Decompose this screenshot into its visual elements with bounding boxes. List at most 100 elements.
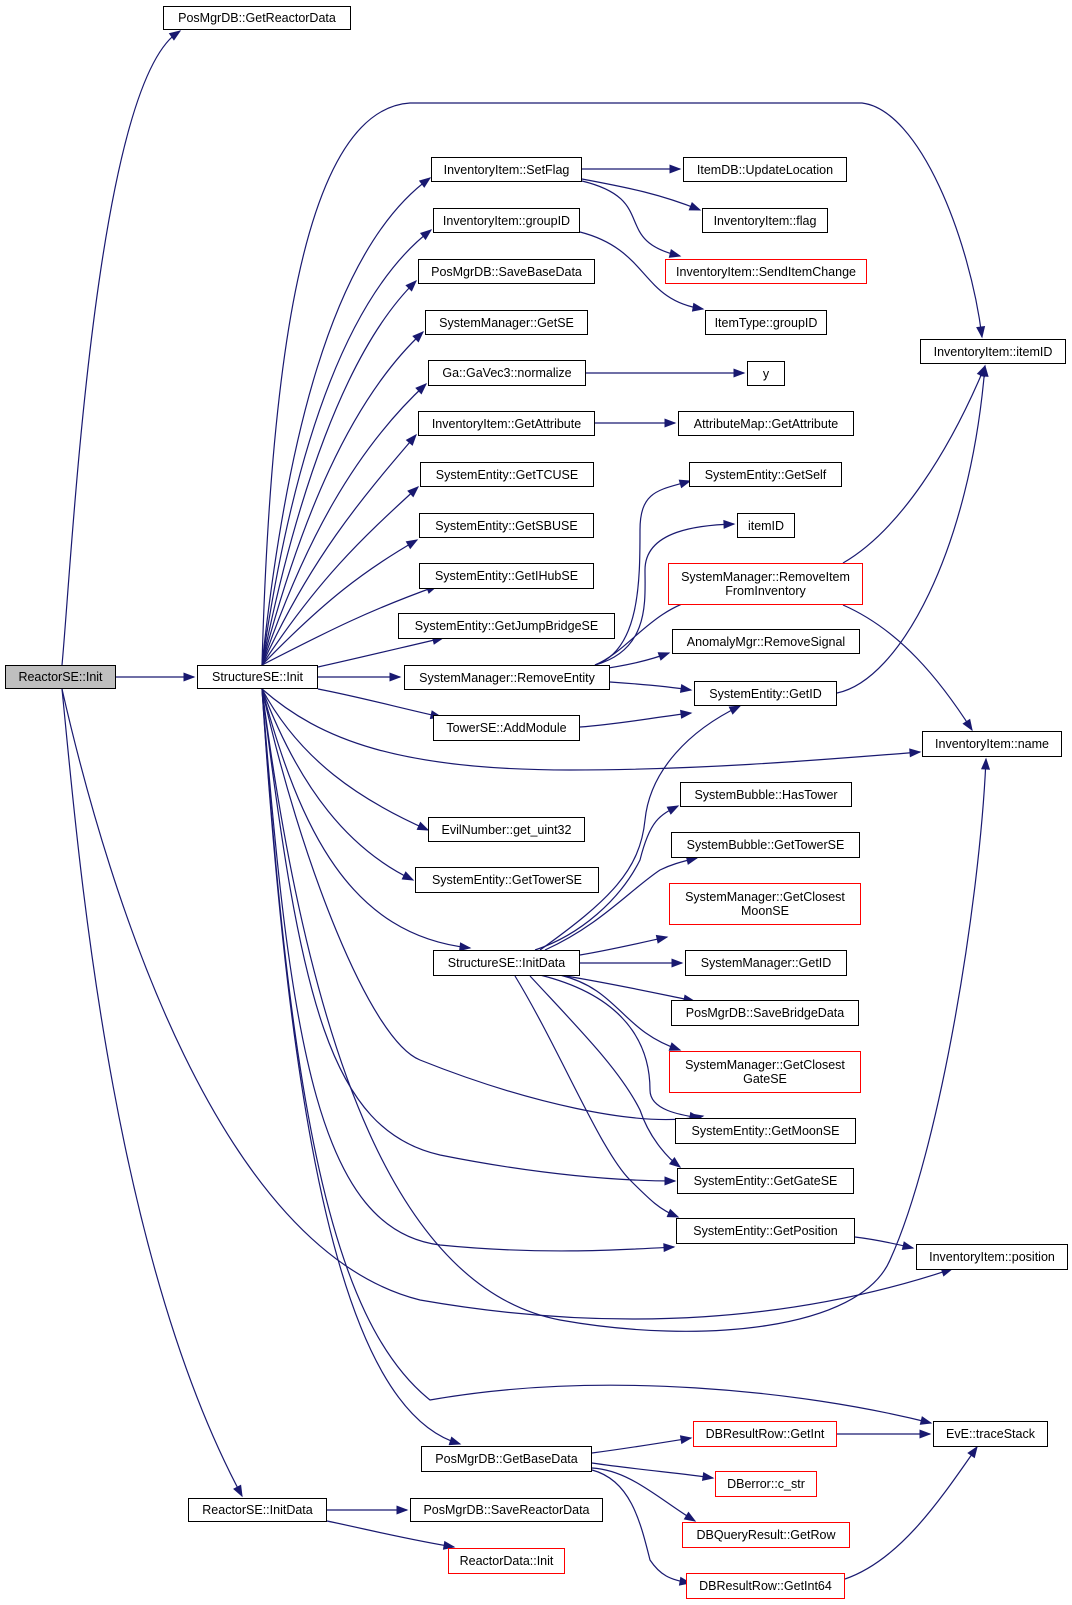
node-label: SystemEntity::GetID xyxy=(709,686,822,701)
arrowhead-addmodule-getid xyxy=(680,709,693,719)
arrowhead-removeentity-anomaly xyxy=(657,652,671,661)
edge-removeitem-itemid xyxy=(842,365,986,564)
node-structurese-initdata[interactable]: StructureSE::InitData xyxy=(433,950,580,976)
arrowhead-getint-tracestack xyxy=(919,1429,932,1439)
edge-init-name xyxy=(261,688,921,771)
arrowhead-reactor-to-getreactordata xyxy=(168,30,182,41)
node-label: InventoryItem::SetFlag xyxy=(443,162,570,177)
node-evilnumber-get-uint32[interactable]: EvilNumber::get_uint32 xyxy=(428,817,585,842)
node-systementity-getgatese[interactable]: SystemEntity::GetGateSE xyxy=(677,1168,854,1194)
edge-init-getgatese xyxy=(261,688,676,1182)
node-inventoryitem-groupid[interactable]: InventoryItem::groupID xyxy=(433,208,580,233)
node-label: SystemEntity::GetTowerSE xyxy=(431,873,583,887)
node-label: DBQueryResult::GetRow xyxy=(696,1528,836,1542)
node-posmgrdb-savebasedata[interactable]: PosMgrDB::SaveBaseData xyxy=(418,259,595,284)
node-systementity-getihubse[interactable]: SystemEntity::GetIHubSE xyxy=(419,563,594,589)
node-systementity-getmoonse[interactable]: SystemEntity::GetMoonSE xyxy=(675,1118,856,1144)
node-inventoryitem-setflag[interactable]: InventoryItem::SetFlag xyxy=(431,157,582,182)
node-systementity-getself[interactable]: SystemEntity::GetSelf xyxy=(689,462,842,487)
arrowhead-init-normalize xyxy=(415,383,428,395)
edge-init-gettowerse xyxy=(261,688,414,881)
arrowhead-init-name xyxy=(909,748,922,758)
node-posmgrdb-savereactordata[interactable]: PosMgrDB::SaveReactorData xyxy=(410,1498,603,1522)
node-inventoryitem-itemid[interactable]: InventoryItem::itemID xyxy=(920,339,1066,364)
edge-reactor-to-invposition xyxy=(61,688,953,1320)
node-label: TowerSE::AddModule xyxy=(446,721,567,735)
edge-basedata-getint64 xyxy=(591,1469,691,1584)
arrowhead-initdata-getid xyxy=(728,705,742,715)
node-reactorse-initdata[interactable]: ReactorSE::InitData xyxy=(188,1498,327,1522)
arrowhead-init-getse xyxy=(412,331,425,343)
node-itemid[interactable]: itemID xyxy=(737,513,795,538)
node-structurese-init[interactable]: StructureSE::Init xyxy=(197,665,318,689)
edge-getid-itemid xyxy=(836,365,986,694)
edge-initdata-closestgate xyxy=(559,974,681,1051)
node-systemmanager-getid[interactable]: SystemManager::GetID xyxy=(685,950,847,976)
node-label: EvilNumber::get_uint32 xyxy=(441,822,572,837)
node-systementity-gettowerse[interactable]: SystemEntity::GetTowerSE xyxy=(415,867,599,893)
node-systembubble-hastower[interactable]: SystemBubble::HasTower xyxy=(680,782,852,807)
node-label: SystemBubble::HasTower xyxy=(694,787,838,802)
node-label: ReactorData::Init xyxy=(459,1554,554,1568)
arrowhead-init-setflag xyxy=(418,177,432,188)
node-label: EvE::traceStack xyxy=(946,1427,1035,1441)
edge-initdata-bubbletowerse xyxy=(544,857,698,951)
node-systemmanager-getse[interactable]: SystemManager::GetSE xyxy=(425,310,588,335)
node-systembubble-gettowerse[interactable]: SystemBubble::GetTowerSE xyxy=(671,832,860,858)
edge-removeitem-name xyxy=(842,604,973,731)
node-towerse-addmodule[interactable]: TowerSE::AddModule xyxy=(433,715,580,741)
edge-addmodule-getid xyxy=(579,712,692,728)
node-label: itemID xyxy=(747,518,785,533)
node-systementity-getposition[interactable]: SystemEntity::GetPosition xyxy=(676,1218,855,1244)
node-dberror-c-str[interactable]: DBerror::c_str xyxy=(715,1471,817,1497)
node-label: ItemType::groupID xyxy=(714,315,818,330)
node-systemmanager-removeentity[interactable]: SystemManager::RemoveEntity xyxy=(404,665,610,690)
node-inventoryitem-flag[interactable]: InventoryItem::flag xyxy=(702,208,828,233)
edge-init-getposition xyxy=(261,688,675,1252)
node-y[interactable]: y xyxy=(747,361,785,386)
node-systementity-getid[interactable]: SystemEntity::GetID xyxy=(694,681,837,706)
arrowhead-init-gettcuse xyxy=(407,486,420,498)
node-posmgrdb-getreactordata[interactable]: PosMgrDB::GetReactorData xyxy=(163,6,351,30)
edge-initdata-getid xyxy=(539,705,741,951)
node-label: SystemEntity::GetIHubSE xyxy=(434,569,579,583)
node-label: SystemEntity::GetMoonSE xyxy=(691,1124,840,1138)
arrowhead-basedata-dberror xyxy=(701,1472,715,1481)
edge-init-itemid xyxy=(261,102,983,666)
node-posmgrdb-getbasedata[interactable]: PosMgrDB::GetBaseData xyxy=(421,1446,592,1472)
arrowhead-basedata-getint xyxy=(679,1435,693,1445)
node-label: StructureSE::InitData xyxy=(447,956,566,970)
node-dbresultrow-getint64[interactable]: DBResultRow::GetInt64 xyxy=(686,1573,845,1599)
arrowhead-removeitem-name xyxy=(962,718,973,732)
edge-init-gettcuse xyxy=(261,486,419,666)
node-posmgrdb-savebridgedata[interactable]: PosMgrDB::SaveBridgeData xyxy=(671,1000,859,1026)
node-dbqueryresult-getrow[interactable]: DBQueryResult::GetRow xyxy=(682,1522,850,1548)
node-label: PosMgrDB::SaveReactorData xyxy=(423,1503,590,1517)
arrowhead-basedata-getrow xyxy=(683,1511,697,1522)
node-eve-tracestack[interactable]: EvE::traceStack xyxy=(933,1421,1048,1447)
node-systementity-getsbuse[interactable]: SystemEntity::GetSBUSE xyxy=(419,513,594,538)
node-inventoryitem-getattribute[interactable]: InventoryItem::GetAttribute xyxy=(418,411,595,436)
node-label: InventoryItem::position xyxy=(929,1250,1055,1264)
node-itemdb-updatelocation[interactable]: ItemDB::UpdateLocation xyxy=(683,157,847,182)
node-ga-gavec3-normalize[interactable]: Ga::GaVec3::normalize xyxy=(428,360,586,386)
node-reactordata-init[interactable]: ReactorData::Init xyxy=(448,1548,565,1574)
node-inventoryitem-position[interactable]: InventoryItem::position xyxy=(916,1244,1068,1270)
edge-initdata-getmoonse xyxy=(539,974,701,1119)
node-inventoryitem-name[interactable]: InventoryItem::name xyxy=(922,731,1062,757)
node-inventoryitem-senditemchange[interactable]: InventoryItem::SendItemChange xyxy=(665,259,867,284)
edge-reactor-to-initdata xyxy=(61,688,243,1497)
arrowhead-removeentity-getid xyxy=(679,683,693,693)
node-attributemap-getattribute[interactable]: AttributeMap::GetAttribute xyxy=(678,411,854,436)
edge-initdata-getposition xyxy=(514,975,679,1218)
node-itemtype-groupid[interactable]: ItemType::groupID xyxy=(705,310,827,335)
node-systementity-getjumpbridgese[interactable]: SystemEntity::GetJumpBridgeSE xyxy=(398,613,615,639)
node-systementity-gettcuse[interactable]: SystemEntity::GetTCUSE xyxy=(420,462,594,487)
node-anomalymgr-removesignal[interactable]: AnomalyMgr::RemoveSignal xyxy=(672,629,860,654)
node-dbresultrow-getint[interactable]: DBResultRow::GetInt xyxy=(693,1421,837,1447)
arrowhead-init-getposition xyxy=(663,1243,676,1253)
edge-getint64-tracestack xyxy=(844,1446,978,1580)
